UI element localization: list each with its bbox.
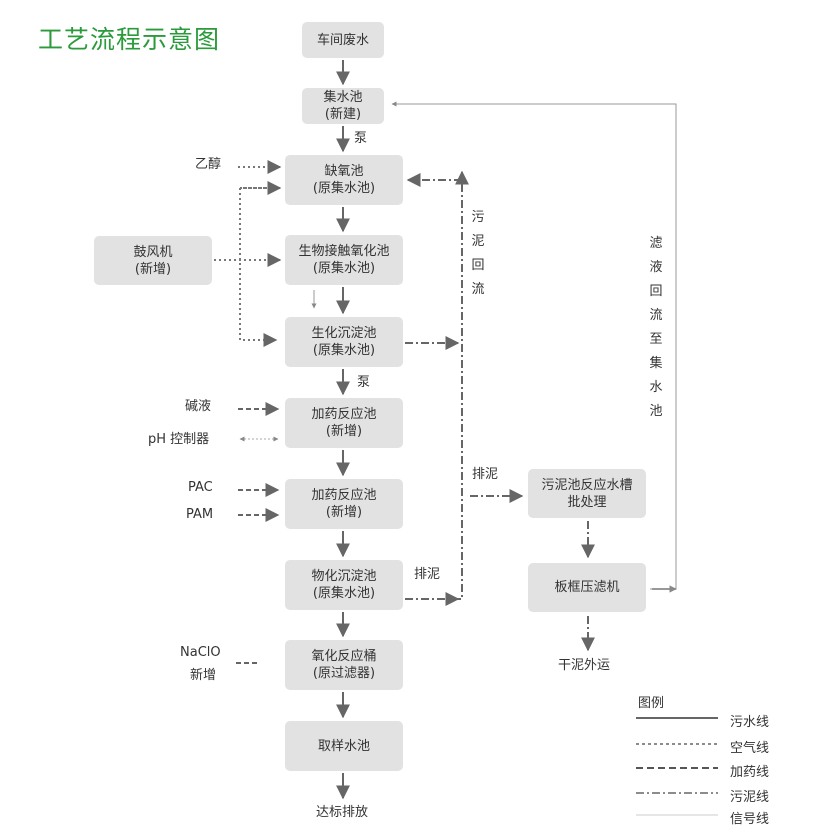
- air-line-blower-trunk: [239, 187, 280, 347]
- box-sludge-reaction-tank-note: 批处理: [567, 494, 607, 510]
- diagram-title: 工艺流程示意图: [38, 25, 221, 54]
- box-filter-press: 板框压滤机: [528, 563, 646, 612]
- box-bio-contact-oxidation: 生物接触氧化池 (原集水池): [285, 235, 403, 285]
- box-collection-tank: 集水池 (新建): [302, 88, 384, 124]
- box-anoxic-tank-label: 缺氧池: [324, 164, 364, 179]
- pam-label: PAM: [186, 507, 214, 522]
- box-filter-press-label: 板框压滤机: [554, 580, 620, 595]
- filtrate-return-line: [391, 101, 677, 590]
- vchar: 回: [471, 258, 485, 273]
- box-collection-tank-note: (新建): [324, 107, 362, 122]
- filtrate-return-vertical-label: 滤 液 回 流 至 集 水 池: [648, 232, 664, 424]
- alkali-label: 碱液: [185, 399, 212, 414]
- box-dosing-tank-1: 加药反应池 (新增): [285, 398, 403, 448]
- sludge-discharge-label-2: 排泥: [414, 567, 441, 582]
- box-bio-settling-tank-note: (原集水池): [312, 343, 376, 358]
- box-sludge-reaction-tank: 污泥池反应水槽 批处理: [528, 469, 646, 518]
- box-sampling-tank: 取样水池: [285, 721, 403, 771]
- box-anoxic-tank-note: (原集水池): [312, 181, 376, 196]
- box-oxidation-reactor: 氧化反应桶 (原过滤器): [285, 640, 403, 690]
- box-blower-note: (新增): [134, 261, 172, 277]
- legend-label-sludge: 污泥线: [730, 790, 770, 805]
- naclo-new-label: 新增: [190, 668, 217, 683]
- vchar: 集: [649, 356, 663, 371]
- box-physchem-settling-tank: 物化沉淀池 (原集水池): [285, 560, 403, 610]
- box-wastewater-label: 车间废水: [316, 32, 369, 48]
- box-oxidation-reactor-label: 氧化反应桶: [311, 649, 377, 664]
- sludge-return-line: [405, 178, 463, 600]
- box-anoxic-tank: 缺氧池 (原集水池): [285, 155, 403, 205]
- box-sampling-tank-label: 取样水池: [317, 738, 370, 754]
- legend-label-air: 空气线: [730, 741, 770, 756]
- box-dosing-tank-1-note: (新增): [325, 424, 363, 439]
- pump-label-2: 泵: [357, 375, 371, 390]
- air-lines: [214, 160, 282, 347]
- box-collection-tank-label: 集水池: [323, 90, 363, 105]
- naclo-label: NaClO: [180, 645, 221, 660]
- box-bio-settling-tank-label: 生化沉淀池: [311, 326, 377, 341]
- box-dosing-tank-2-label: 加药反应池: [311, 488, 377, 503]
- sludge-return-vertical-label: 污 泥 回 流: [470, 206, 486, 302]
- box-dosing-tank-2-note: (新增): [325, 505, 363, 520]
- ph-controller-label: pH 控制器: [148, 432, 210, 447]
- dosing-lines: [236, 402, 280, 664]
- pump-label-1: 泵: [354, 131, 368, 146]
- pac-label: PAC: [188, 480, 213, 495]
- box-physchem-settling-tank-note: (原集水池): [312, 586, 376, 601]
- box-oxidation-reactor-note: (原过滤器): [312, 666, 376, 681]
- box-sludge-reaction-tank-label: 污泥池反应水槽: [541, 477, 633, 493]
- box-blower: 鼓风机 (新增): [94, 236, 212, 285]
- dry-sludge-label: 干泥外运: [558, 658, 611, 673]
- vchar: 流: [471, 282, 485, 297]
- box-bio-contact-oxidation-label: 生物接触氧化池: [298, 244, 390, 259]
- ethanol-label: 乙醇: [195, 157, 222, 172]
- vchar: 水: [649, 380, 663, 395]
- vchar: 泥: [471, 234, 485, 249]
- box-blower-label: 鼓风机: [133, 244, 173, 260]
- sludge-discharge-label-1: 排泥: [472, 467, 499, 482]
- legend-label-dosing: 加药线: [730, 765, 770, 780]
- vchar: 至: [649, 332, 663, 347]
- legend-title: 图例: [638, 696, 665, 711]
- vchar: 污: [471, 210, 485, 225]
- vchar: 池: [649, 404, 663, 419]
- box-dosing-tank-1-label: 加药反应池: [311, 407, 377, 422]
- box-dosing-tank-2: 加药反应池 (新增): [285, 479, 403, 529]
- vchar: 滤: [649, 236, 663, 251]
- box-bio-contact-oxidation-note: (原集水池): [312, 261, 376, 276]
- box-physchem-settling-tank-label: 物化沉淀池: [311, 569, 377, 584]
- vchar: 液: [649, 260, 663, 275]
- legend-label-sewage: 污水线: [730, 715, 770, 730]
- sludge-lines: [405, 173, 595, 652]
- vchar: 流: [649, 308, 663, 323]
- legend-label-signal: 信号线: [730, 812, 770, 827]
- vchar: 回: [649, 284, 663, 299]
- discharge-label: 达标排放: [316, 805, 369, 820]
- box-wastewater: 车间废水: [302, 22, 384, 58]
- box-bio-settling-tank: 生化沉淀池 (原集水池): [285, 317, 403, 367]
